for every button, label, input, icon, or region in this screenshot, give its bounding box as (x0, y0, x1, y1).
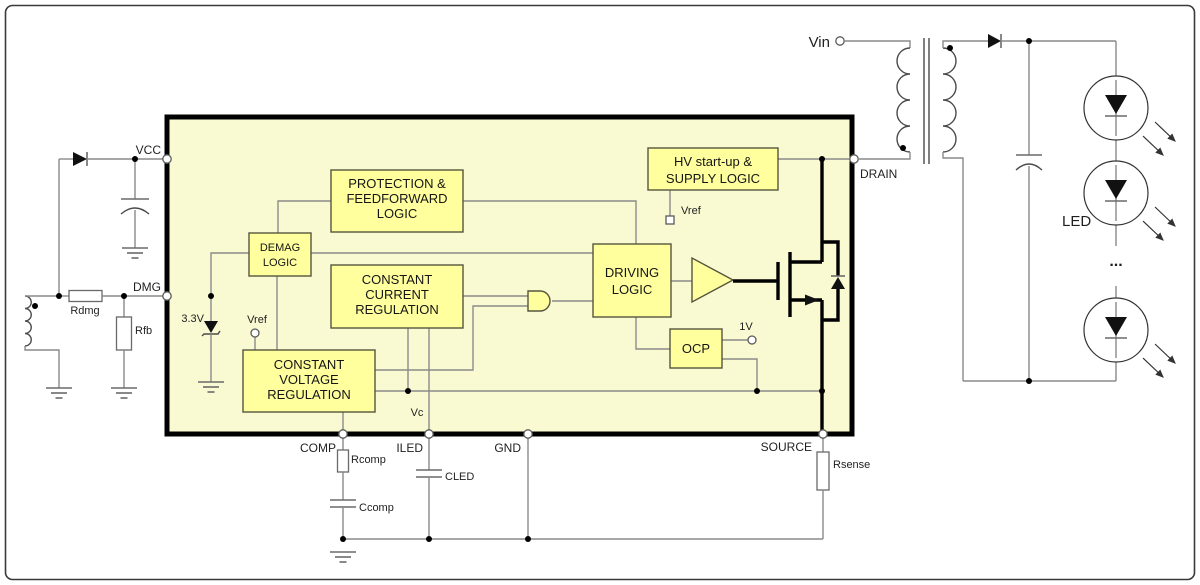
ocp-block: OCP (669, 328, 723, 369)
rfb-label: Rfb (135, 325, 152, 337)
svg-text:OCP: OCP (682, 341, 710, 356)
cled-capacitor: CLED (416, 438, 474, 539)
svg-text:REGULATION: REGULATION (355, 302, 439, 317)
dmg-pin-label: DMG (133, 280, 161, 294)
svg-text:PROTECTION &: PROTECTION & (348, 176, 446, 191)
drain-pin-label: DRAIN (860, 167, 897, 181)
vcc-pin-label: VCC (136, 143, 162, 157)
svg-text:FEEDFORWARD: FEEDFORWARD (346, 191, 447, 206)
iled-pin-label: ILED (396, 441, 423, 455)
ground-icon (46, 387, 72, 399)
svg-text:LOGIC: LOGIC (377, 206, 417, 221)
power-mosfet-icon (733, 159, 845, 432)
ground-icon (198, 381, 224, 393)
phase-dot-icon (947, 45, 953, 51)
led-icon (1083, 75, 1176, 156)
ocp-level-label: 1V (739, 321, 753, 333)
vcc-capacitor-icon (120, 159, 150, 259)
constant-current-regulation-block: CONSTANT CURRENT REGULATION (330, 264, 464, 329)
rcomp-resistor-icon (336, 449, 350, 473)
output-capacitor-icon (1015, 41, 1043, 381)
ic-internal-wires (210, 158, 852, 434)
rsense-resistor-icon (816, 451, 830, 491)
source-pin (818, 429, 828, 439)
and-gate-icon (527, 290, 551, 312)
svg-text:DRIVING: DRIVING (605, 265, 659, 280)
svg-text:DEMAG: DEMAG (260, 242, 300, 254)
driving-logic-block: DRIVING LOGIC (592, 243, 672, 318)
ccomp-label: Ccomp (359, 502, 394, 514)
rdmg-resistor-icon (68, 289, 103, 303)
iled-pin (424, 429, 434, 439)
comp-pin-label: COMP (300, 441, 336, 455)
body-diode-icon (831, 275, 845, 289)
phase-dot-icon (32, 303, 38, 309)
zener-voltage-label: 3.3V (181, 313, 204, 325)
cled-label: CLED (445, 471, 474, 483)
zener-3v3-icon (198, 296, 224, 393)
rsense-network: Rsense (816, 438, 870, 539)
protection-feedforward-block: PROTECTION & FEEDFORWARD LOGIC (330, 169, 464, 233)
gnd-pin-label: GND (494, 441, 521, 455)
led-icon (1083, 297, 1176, 378)
svg-text:CONSTANT: CONSTANT (274, 357, 345, 372)
svg-text:LOGIC: LOGIC (612, 282, 652, 297)
dmg-pin (162, 291, 172, 301)
rfb-resistor-icon (115, 316, 133, 351)
source-pin-label: SOURCE (761, 440, 812, 454)
transformer-icon (896, 38, 957, 164)
hv-startup-supply-logic-block: HV start-up & SUPPLY LOGIC (647, 147, 779, 191)
phase-dot-icon (900, 145, 906, 151)
vc-label: Vc (411, 407, 424, 419)
vin-label: Vin (809, 34, 830, 51)
rdmg-label: Rdmg (70, 305, 99, 317)
svg-text:VOLTAGE: VOLTAGE (279, 372, 339, 387)
gnd-pin (523, 429, 533, 439)
led-icon (1083, 160, 1176, 241)
svg-text:HV start-up &: HV start-up & (674, 154, 752, 169)
ground-icon (122, 247, 148, 259)
svg-text:REGULATION: REGULATION (267, 387, 351, 402)
ocp-level-terminal (747, 335, 757, 345)
svg-text:CURRENT: CURRENT (365, 287, 429, 302)
vref-left-label: Vref (247, 314, 268, 326)
compensation-network: Rcomp Ccomp (330, 438, 394, 539)
svg-text:CONSTANT: CONSTANT (362, 272, 433, 287)
buffer-icon (691, 256, 735, 304)
vin-terminal (835, 36, 845, 46)
led-string-label: LED (1062, 213, 1091, 230)
demag-logic-block: DEMAG LOGIC (248, 232, 312, 277)
ground-icon (330, 551, 356, 563)
constant-voltage-regulation-block: CONSTANT VOLTAGE REGULATION (242, 349, 376, 413)
svg-text:SUPPLY LOGIC: SUPPLY LOGIC (666, 171, 760, 186)
led-ellipsis: ... (1109, 253, 1122, 270)
svg-text:LOGIC: LOGIC (263, 257, 297, 269)
vref-hv-terminal (665, 215, 675, 225)
aux-winding-icon (24, 295, 38, 347)
comp-pin (338, 429, 348, 439)
flyback-output-circuit: Vin LED (809, 34, 1176, 384)
rcomp-label: Rcomp (351, 454, 386, 466)
rsense-label: Rsense (833, 459, 870, 471)
vref-hv-label: Vref (681, 205, 702, 217)
vref-left-terminal (250, 328, 260, 338)
vcc-pin (162, 154, 172, 164)
ground-icon (111, 387, 137, 399)
drain-pin (849, 154, 859, 164)
